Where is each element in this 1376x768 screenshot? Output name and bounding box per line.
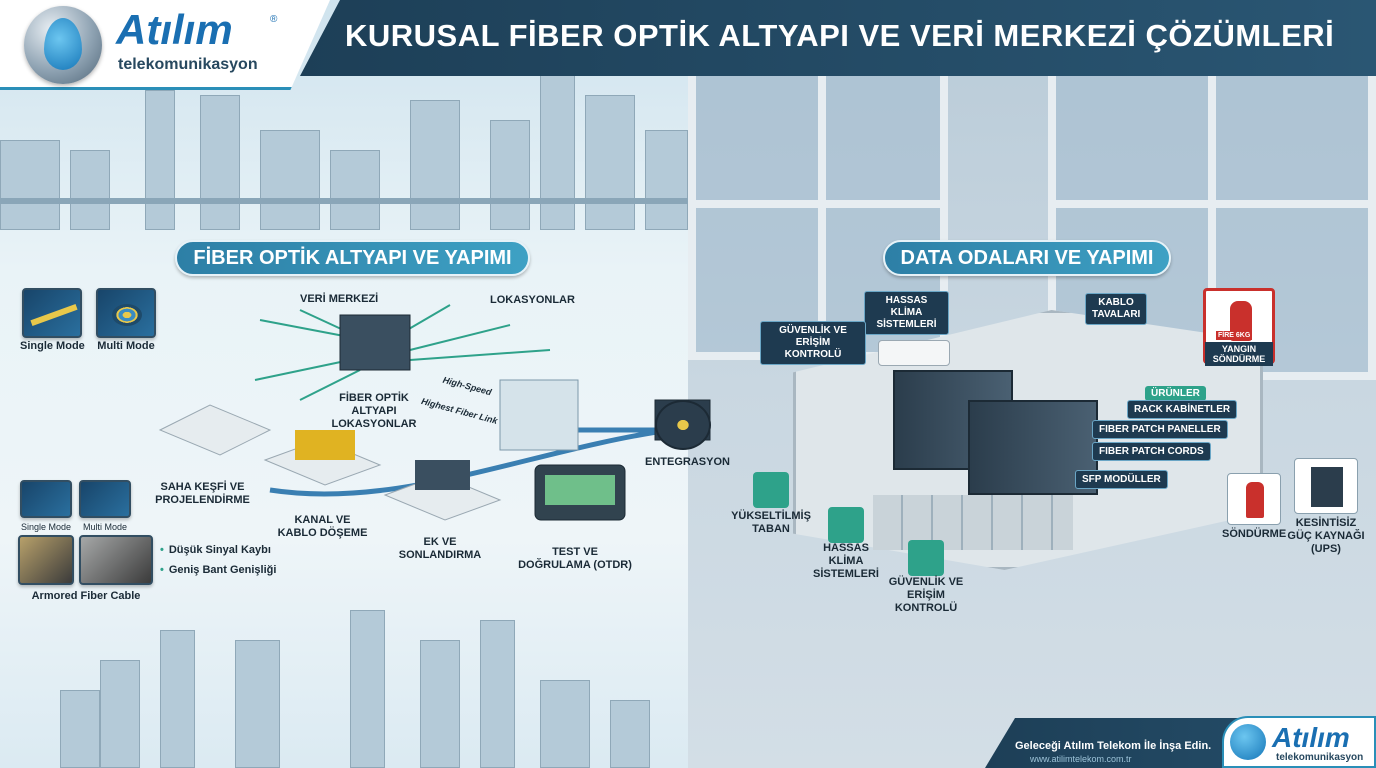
ups-label: KESİNTİSİZ GÜÇ KAYNAĞI (UPS) [1287,517,1365,555]
single-mode-label: Single Mode [20,340,85,352]
window-mullion [688,200,948,208]
cable-trays-tag: KABLO TAVALARI [1085,293,1147,325]
skyline-building [200,95,240,230]
skyline-building [145,90,175,230]
fiber-section-title: FİBER OPTİK ALTYAPI VE YAPIMI [175,240,530,276]
splice-label: EK VE SONLANDIRMA [398,536,482,561]
skyline-building [410,100,460,230]
window-mullion [1208,60,1216,380]
footer-slogan: Geleceği Atılım Telekom İle İnşa Edin. [1015,740,1212,752]
fire-suppression-label: YANGIN SÖNDÜRME [1205,342,1273,366]
extinguisher-label: SÖNDÜRME [1222,528,1287,540]
skyline-building [60,690,100,768]
integration-cable-icon [655,400,711,450]
locations-label: LOKASYONLAR [490,294,575,306]
extinguisher-card [1227,473,1281,525]
header-bar [300,0,1376,76]
bullet-text: Geniş Bant Genişliği [168,564,277,576]
trench-label: KANAL VE KABLO DÖŞEME [277,514,368,539]
single-mode-cable-small-icon [20,480,72,518]
ups-icon [1311,467,1343,507]
skyline-building [350,610,385,768]
cable-core [30,303,78,327]
skyline-building [645,130,688,230]
skyline-building [540,60,575,230]
skyline-building [610,700,650,768]
integration-label: ENTEGRASYON [645,456,730,468]
skyline-building [0,140,60,230]
armored-cable-detail-icon [79,535,153,585]
skyline-building [420,640,460,768]
overpass [0,198,688,204]
brand-tagline: telekomunikasyon [118,56,258,73]
raised-floor-icon [753,472,789,508]
precision-ac-icon [828,507,864,543]
bullet-dot-icon: • [160,544,164,556]
fire-extinguisher-icon [1246,482,1264,518]
datacenter-panel [688,0,1376,768]
precision-ac-bottom-label: HASSAS KLİMA SİSTEMLERİ [812,542,879,580]
fiber-network-diagram [158,304,711,521]
test-label: TEST VE DOĞRULAMA (OTDR) [518,546,632,571]
armored-cable-icon [18,535,74,585]
armored-cable-label: Armored Fiber Cable [31,590,141,602]
page-title: KURUSAL FİBER OPTİK ALTYAPI VE VERİ MERK… [345,18,1335,53]
survey-label: SAHA KEŞFİ VE PROJELENDİRME [155,481,250,506]
precision-ac-top-tag: HASSAS KLİMA SİSTEMLERİ [864,291,949,335]
multi-mode-cable-icon [96,288,156,338]
skyline-building [585,95,635,230]
bullet-dot-icon: • [160,564,164,576]
ac-unit-icon [878,340,950,366]
footer-url[interactable]: www.atilimtelekom.com.tr [1030,754,1132,764]
skyline-building [490,120,530,230]
lock-icon [908,540,944,576]
window-mullion [818,60,826,360]
ups-card [1294,458,1358,514]
product-rack[interactable]: RACK KABİNETLER [1127,400,1238,419]
window-mullion [1048,200,1376,208]
single-mode-small-label: Single Mode [20,522,72,532]
skyline-building [100,660,140,768]
single-mode-cable-icon [22,288,82,338]
product-patch-panels[interactable]: FIBER PATCH PANELLER [1092,420,1228,439]
skyline-building [260,130,320,230]
datacenter-building [339,314,411,371]
registered-mark: ® [270,14,278,25]
raised-floor-tiles [873,495,1073,550]
bullet-bandwidth: • Geniş Bant Genişliği [160,564,276,576]
security-bottom-label: GÜVENLİK VE ERİŞİM KONTROLÜ [888,576,964,614]
skyline-building [235,640,280,768]
brand-name: Atılım [116,6,233,53]
skyline-building [480,620,515,768]
footer-brand-tagline: telekomunikasyon [1276,752,1364,763]
multi-mode-label: Multi Mode [97,340,155,352]
bullet-text: Düşük Sinyal Kaybı [168,544,271,556]
datacenter-label: VERİ MERKEZİ [300,293,379,305]
product-sfp[interactable]: SFP MODÜLLER [1075,470,1168,489]
raised-floor-label: YÜKSELTİLMİŞ TABAN [731,510,811,535]
skyline-building [540,680,590,768]
datacenter-section-title: DATA ODALARI VE YAPIMI [883,240,1171,276]
multi-mode-small-label: Multi Mode [82,522,127,532]
footer-logo-drop-icon [1230,724,1266,760]
cable-core [112,304,142,326]
fiber-locations-label: FİBER OPTİK ALTYAPI LOKASYONLAR [331,392,417,430]
products-heading: ÜRÜNLER [1145,386,1206,401]
skyline-building [160,630,195,768]
bullet-low-loss: • Düşük Sinyal Kaybı [160,544,271,556]
skyline-building [330,150,380,230]
skyline-building [70,150,110,230]
footer-brand-name: Atılım [1272,722,1350,753]
extinguisher-tag: FİRE 6KG [1216,331,1253,340]
multi-mode-cable-small-icon [79,480,131,518]
security-top-tag: GÜVENLİK VE ERİŞİM KONTROLÜ [760,321,866,365]
drop-logo-icon [44,18,82,70]
product-patch-cords[interactable]: FIBER PATCH CORDS [1092,442,1211,461]
